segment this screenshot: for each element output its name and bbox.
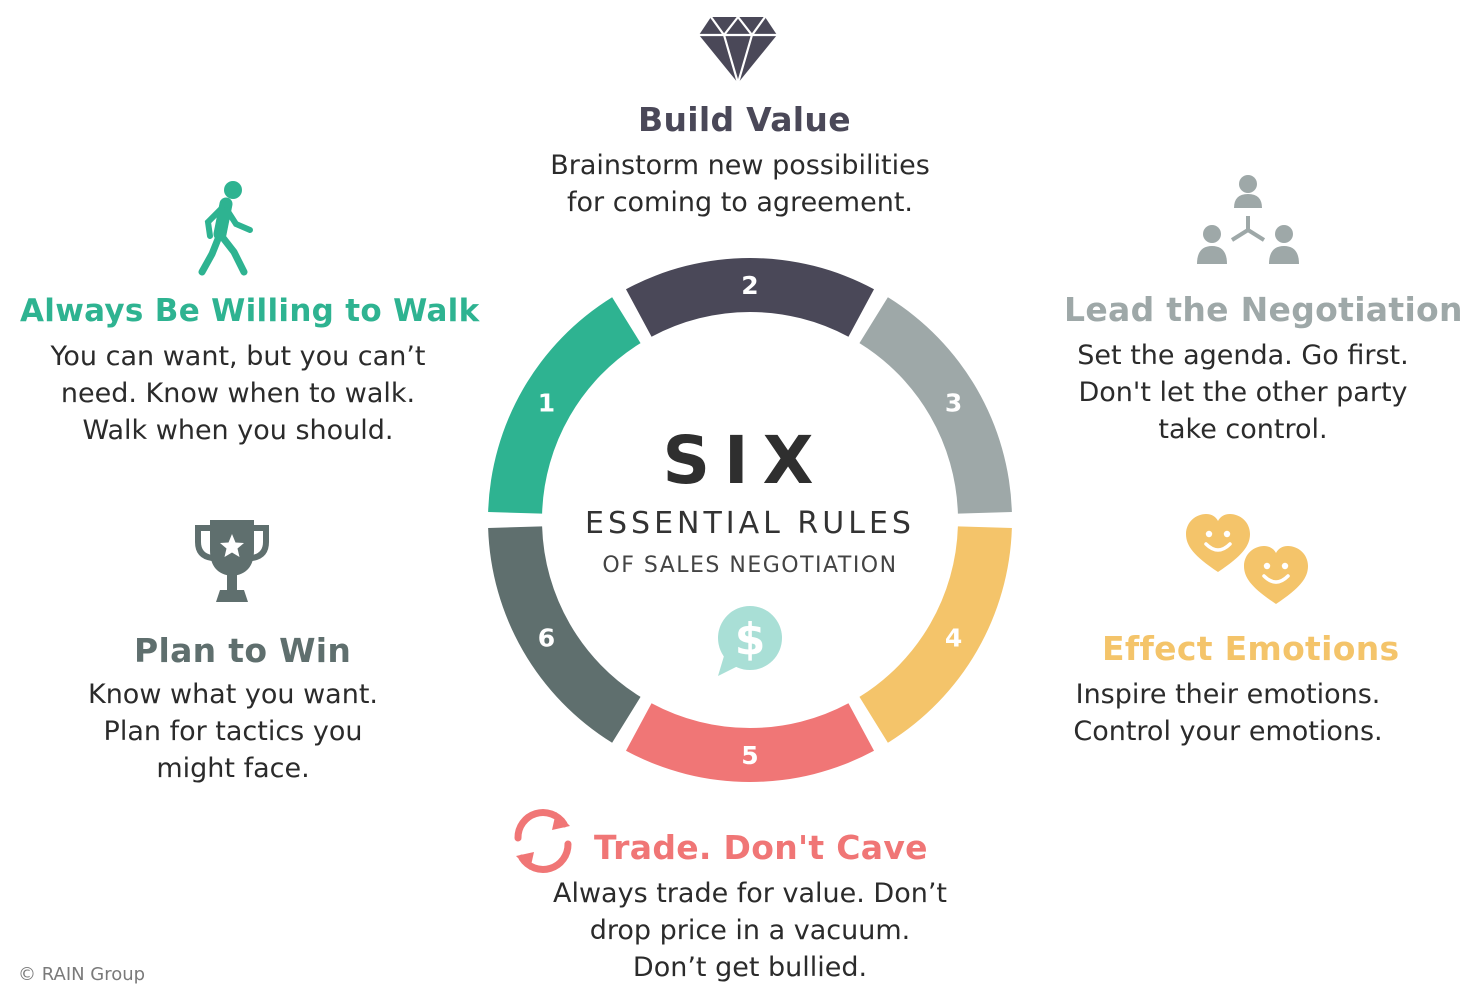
rule-line: Don't let the other party xyxy=(1078,377,1408,408)
rule-text-emotions: Inspire their emotions. Control your emo… xyxy=(1008,676,1448,750)
ring-number-2: 2 xyxy=(741,271,758,300)
rule-title-walk: Always Be Willing to Walk xyxy=(20,293,480,329)
rule-line: Know what you want. xyxy=(87,679,378,710)
rule-line: drop price in a vacuum. xyxy=(589,915,911,946)
ring-segment-4 xyxy=(859,526,1012,743)
rule-title-trade: Trade. Don't Cave xyxy=(594,828,928,867)
smiling-hearts-icon xyxy=(1186,514,1308,604)
dollar-speech-bubble-icon: $ xyxy=(718,606,782,676)
diamond-icon xyxy=(699,15,777,85)
center-tagline: OF SALES NEGOTIATION xyxy=(602,553,898,578)
ring-segment-6 xyxy=(488,526,641,743)
rule-text-walk: You can want, but you can’t need. Know w… xyxy=(0,338,476,449)
ring-segment-1 xyxy=(488,297,641,514)
ring-number-5: 5 xyxy=(741,741,758,770)
exchange-arrows-icon xyxy=(514,809,572,873)
svg-text:$: $ xyxy=(735,614,766,665)
ring-number-4: 4 xyxy=(945,624,962,653)
center-title: SIX xyxy=(662,422,828,499)
rule-title-lead: Lead the Negotiation xyxy=(1064,290,1463,329)
rule-line: Always trade for value. Don’t xyxy=(552,878,947,909)
rule-line: for coming to agreement. xyxy=(566,187,913,218)
ring-segment-2 xyxy=(625,258,875,337)
rule-line: Plan for tactics you xyxy=(103,716,363,747)
rule-line: Don’t get bullied. xyxy=(632,952,868,983)
team-hierarchy-icon xyxy=(1197,175,1299,264)
rule-line: Inspire their emotions. xyxy=(1075,679,1381,710)
rule-title-emotions: Effect Emotions xyxy=(1102,629,1400,668)
rule-title-build-value: Build Value xyxy=(638,100,851,139)
six-rules-ring: 1 2 3 4 5 6 xyxy=(488,258,1012,782)
rule-line: You can want, but you can’t xyxy=(50,341,426,372)
rule-text-trade: Always trade for value. Don’t drop price… xyxy=(500,875,1000,986)
center-subtitle: ESSENTIAL RULES xyxy=(585,506,915,541)
rule-title-plan: Plan to Win xyxy=(134,631,352,670)
rule-text-lead: Set the agenda. Go first. Don't let the … xyxy=(1018,337,1468,448)
ring-number-3: 3 xyxy=(945,389,962,418)
rule-line: Brainstorm new possibilities xyxy=(550,150,930,181)
rule-line: need. Know when to walk. xyxy=(60,378,416,409)
trophy-icon xyxy=(195,520,269,602)
rule-line: might face. xyxy=(156,753,310,784)
copyright-text: © RAIN Group xyxy=(18,964,146,985)
rule-text-build-value: Brainstorm new possibilities for coming … xyxy=(490,147,990,221)
walking-person-icon xyxy=(198,181,253,276)
rule-line: Set the agenda. Go first. xyxy=(1077,340,1409,371)
ring-segment-3 xyxy=(859,297,1012,514)
rule-text-plan: Know what you want. Plan for tactics you… xyxy=(0,676,466,787)
ring-number-6: 6 xyxy=(538,624,555,653)
ring-number-1: 1 xyxy=(538,389,555,418)
rule-line: Control your emotions. xyxy=(1073,716,1383,747)
rule-line: Walk when you should. xyxy=(82,415,394,446)
ring-segment-5 xyxy=(625,703,875,782)
rule-line: take control. xyxy=(1158,414,1328,445)
